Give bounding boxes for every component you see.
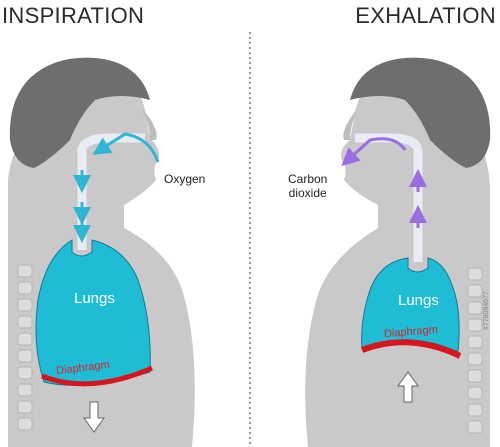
carbon-dioxide-line2: dioxide bbox=[288, 186, 327, 200]
oxygen-label: Oxygen bbox=[164, 172, 206, 186]
left-lungs-label: Lungs bbox=[74, 290, 115, 307]
right-figure bbox=[305, 57, 491, 447]
right-lungs-label: Lungs bbox=[398, 292, 439, 309]
carbon-dioxide-line1: Carbon bbox=[288, 172, 328, 186]
co2-outflow-arrow bbox=[341, 137, 407, 167]
carbon-dioxide-label: Carbon dioxide bbox=[288, 172, 327, 200]
right-face-accent bbox=[343, 108, 358, 140]
left-figure bbox=[8, 57, 195, 447]
left-face-accent bbox=[142, 108, 157, 140]
inspiration-title: INSPIRATION bbox=[2, 3, 145, 28]
left-hair bbox=[9, 57, 151, 168]
right-diaphragm-up-arrow bbox=[397, 371, 419, 403]
exhalation-title: EXHALATION bbox=[355, 3, 496, 28]
left-spine bbox=[17, 264, 33, 431]
oxygen-inflow-arrow bbox=[92, 132, 160, 163]
right-lungs bbox=[361, 257, 460, 353]
stock-id-watermark: #778084677 bbox=[483, 291, 490, 330]
right-hair bbox=[350, 57, 491, 168]
right-spine bbox=[467, 267, 483, 434]
right-diaphragm bbox=[360, 339, 462, 359]
right-airway bbox=[355, 133, 423, 262]
left-lungs bbox=[35, 239, 151, 386]
left-diaphragm bbox=[41, 365, 153, 387]
left-diaphragm-down-arrow bbox=[83, 401, 105, 433]
